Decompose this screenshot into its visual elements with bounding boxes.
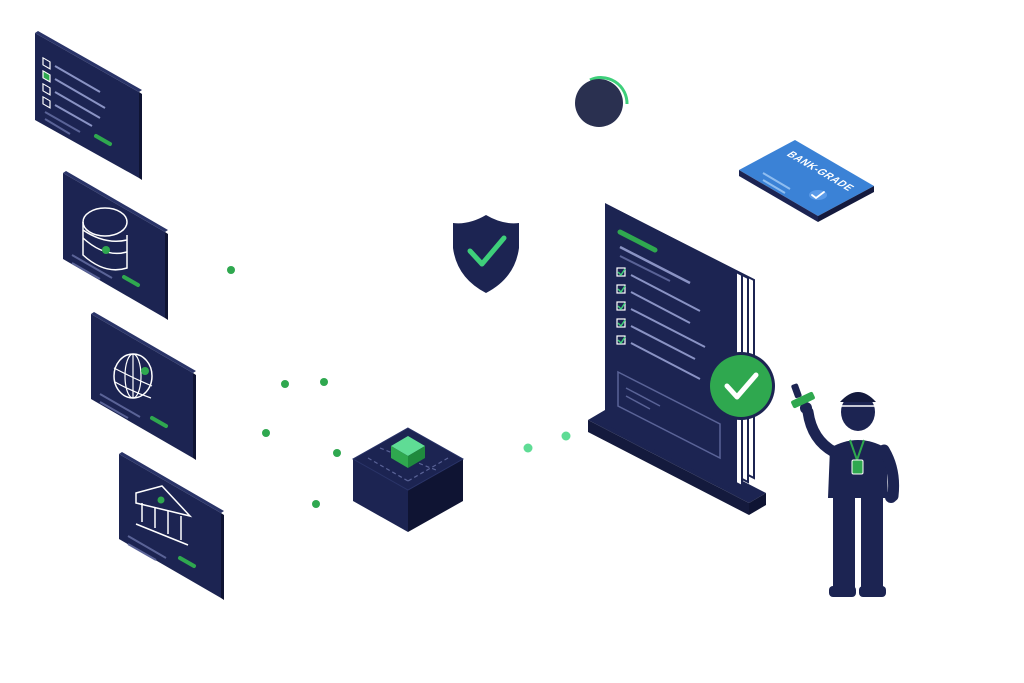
dot — [262, 429, 270, 437]
database-icon — [71, 207, 140, 287]
dot — [312, 500, 320, 508]
checkbox-icon — [616, 335, 701, 380]
checkbox-icon — [616, 318, 696, 360]
checkbox-icon — [616, 267, 701, 312]
bank-icon — [127, 485, 196, 568]
document-checklist — [616, 267, 706, 380]
connection-dots — [227, 266, 571, 508]
status-circle-icon — [575, 76, 629, 127]
dot — [523, 443, 533, 453]
check-circle-icon — [707, 352, 775, 420]
database-card — [63, 171, 168, 320]
cube-block — [351, 427, 465, 532]
checkbox-icon — [616, 301, 706, 348]
checkmark-icon — [809, 190, 827, 200]
dot — [281, 380, 289, 388]
marker-icon — [791, 383, 815, 409]
person-figure — [791, 383, 900, 597]
shield-check-icon — [453, 215, 519, 293]
checkbox-icon — [616, 284, 691, 324]
bank-card — [119, 452, 224, 600]
dot — [320, 378, 328, 386]
dot — [227, 266, 235, 274]
checklist-card — [35, 31, 142, 180]
globe-card — [91, 312, 196, 460]
document-stand — [588, 203, 766, 515]
globe-icon — [99, 353, 168, 428]
checklist-icon — [42, 56, 112, 146]
dot — [333, 449, 341, 457]
id-badge-icon — [849, 439, 865, 475]
bank-grade-card: BANK-GRADE — [739, 140, 874, 222]
dot — [561, 431, 571, 441]
green-cube-icon — [391, 436, 425, 468]
